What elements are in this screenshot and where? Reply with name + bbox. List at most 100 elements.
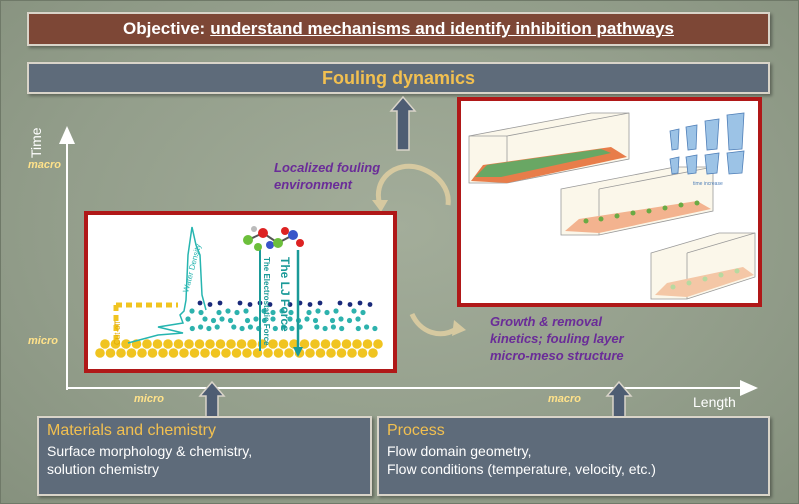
fluid-atom [346,317,353,324]
fluid-atom [357,300,363,306]
fluid-atom [281,324,287,330]
fluid-atom [202,316,208,322]
annotation-growth-line-2: kinetics; fouling layer [490,331,624,346]
substrate-atom [200,348,210,358]
fluid-atom [367,302,373,307]
fluid-atom [330,324,336,330]
substrate-atom [357,348,368,358]
fluid-atom [329,317,336,324]
objective-lead: Objective: [123,19,206,38]
substrate-atom [194,339,205,349]
cutoff-label: Cut-off [113,320,122,345]
objective-text: understand mechanisms and identify inhib… [210,19,674,38]
materials-title: Materials and chemistry [47,422,216,439]
substrate-atom [205,339,215,349]
process-title: Process [387,422,445,439]
substrate-atom [116,348,126,358]
substrate-atom [236,339,247,349]
fluid-atom [288,309,294,316]
channel-snapshot-1 [468,112,630,184]
fluid-atom [372,325,378,332]
substrate-atom [284,348,294,358]
cycle-arrow-top [376,163,451,206]
substrate-atom [179,348,189,358]
water-density-label: Water Density [181,243,203,294]
substrate-atom [126,348,137,358]
substrate-atom [152,339,163,349]
fluid-atom [337,300,343,306]
fluid-atom [270,316,276,322]
water-density-curve [127,226,207,344]
fluid-atom [312,317,319,324]
time-increase-label: time increase [693,181,723,187]
materials-line-1: Surface morphology & chemistry, [47,443,253,459]
substrate-atom [242,348,252,358]
cfd-simulation-panel: time increase [457,97,762,307]
y-tick-macro: macro [28,159,62,171]
fluid-atom [322,325,328,332]
substrate-atom [373,339,383,349]
fluid-atom [214,324,220,330]
substrate-atom [289,339,299,349]
substrate-atom [299,339,310,349]
fluid-atom [347,302,353,307]
annotation-localized: Localized fouling environment [274,159,380,193]
substrate-atom [315,348,326,358]
up-arrow-materials [198,380,226,423]
substrate-atom [231,348,242,358]
fluid-atom [317,300,323,306]
fluid-atom [189,308,195,314]
fluid-atom [314,324,320,330]
objective-banner: Objective: understand mechanisms and ide… [27,12,770,46]
x-tick-micro: micro [134,393,164,405]
substrate-atom [168,348,179,358]
substrate-atom [215,339,226,349]
fluid-atom [355,316,361,322]
fluid-atom [231,324,237,330]
fluid-atoms [185,300,378,332]
fluid-atom [287,302,293,307]
substrate-atom [158,348,168,358]
substrate-atom [100,339,110,349]
substrate-atom [163,339,173,349]
fluid-atom [338,316,344,322]
fluid-atom [207,302,213,307]
materials-chemistry-box: Materials and chemistry Surface morpholo… [37,416,372,496]
fluid-atom [261,317,268,324]
deposit-evolution-icons [669,112,745,175]
substrate-atom [247,339,257,349]
fluid-atom [243,308,249,314]
substrate-atoms [95,339,383,358]
fluid-atom [239,325,245,332]
fluid-atom [197,300,203,306]
substrate-atom [310,339,320,349]
annotation-growth-line-3: micro-meso structure [490,348,624,363]
fluid-atom [315,308,321,314]
substrate-atom [341,339,352,349]
fluid-atom [306,309,312,316]
substrate-atom [95,348,105,358]
lj-force-label: The LJ Force [278,257,292,332]
substrate-atom [347,348,357,358]
fluid-atom [267,302,273,307]
fluid-atom [219,316,225,322]
substrate-atom [362,339,373,349]
substrate-atom [142,339,152,349]
annotation-growth: Growth & removal kinetics; fouling layer… [490,313,624,364]
fluid-atom [234,309,240,316]
fluid-atom [216,309,222,316]
substrate-atom [226,339,236,349]
up-arrow-process [605,380,633,423]
y-tick-micro: micro [28,335,58,347]
substrate-atom [189,348,200,358]
materials-line-2: solution chemistry [47,461,160,477]
fluid-atom [237,300,243,306]
substrate-atom [110,339,121,349]
substrate-atom [147,348,158,358]
substrate-atom [320,339,331,349]
x-axis-label: Length [693,394,736,410]
substrate-atom [184,339,194,349]
fluid-atom [225,308,231,314]
fluid-atom [244,317,251,324]
